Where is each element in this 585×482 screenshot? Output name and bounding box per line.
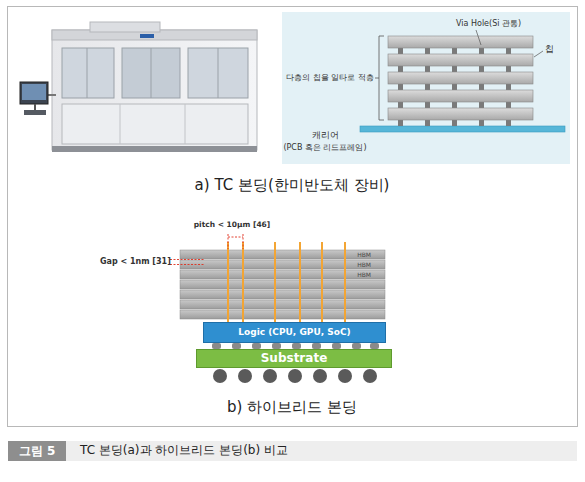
substrate-box: Substrate xyxy=(196,349,392,368)
bonder-machine xyxy=(12,12,272,165)
tc-stack-panel xyxy=(282,12,570,164)
figure-caption: TC 본딩(a)과 하이브리드 본딩(b) 비교 xyxy=(80,444,288,458)
sub-caption: b) 하이브리드 본딩 xyxy=(227,399,357,416)
node-text: HBM xyxy=(357,270,371,279)
annotation-label: Via Hole(Si 관통) xyxy=(456,19,521,28)
hbm-layer: HBM xyxy=(180,270,385,279)
node-text: Logic (CPU, GPU, SoC) xyxy=(238,322,350,343)
frame xyxy=(8,7,578,427)
figure-tag: 그림 5 xyxy=(8,441,66,461)
hbm-layer: HBM xyxy=(180,250,385,259)
annotation-label: 캐리어 xyxy=(312,131,339,141)
annotation-label: (PCB 혹은 리드프레임) xyxy=(283,143,366,152)
annotation-label: Gap < 1nm [31] xyxy=(100,257,171,266)
node-text: HBM xyxy=(357,250,371,259)
annotation-label: 다층의 칩을 일타로 적층 xyxy=(286,73,374,82)
caption-bar xyxy=(8,441,577,461)
node-text: Substrate xyxy=(261,349,328,368)
annotation-label: 칩 xyxy=(545,44,554,54)
sub-caption: a) TC 본딩(한미반도체 장비) xyxy=(195,177,390,194)
node-text: HBM xyxy=(357,260,371,269)
hbm-layer: HBM xyxy=(180,260,385,269)
annotation-label: pitch < 10μm [46] xyxy=(194,221,271,230)
logic-die: Logic (CPU, GPU, SoC) xyxy=(203,322,386,343)
node-text: 그림 5 xyxy=(19,441,56,461)
